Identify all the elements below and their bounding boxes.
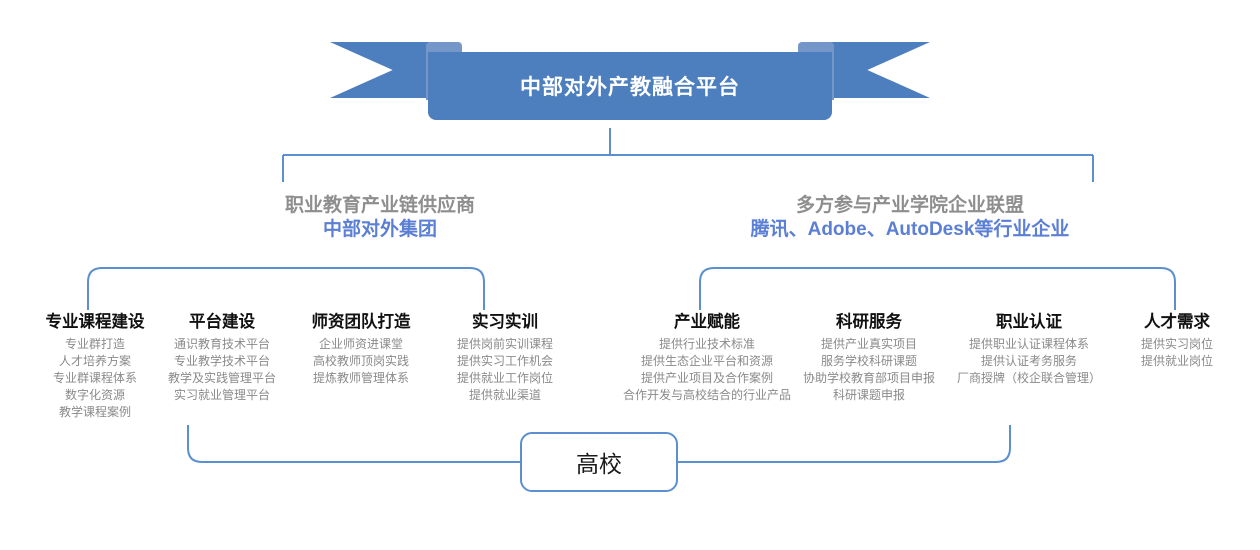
column-2: 平台建设通识教育技术平台专业教学技术平台教学及实践管理平台实习就业管理平台: [92, 308, 352, 404]
column-item: 提供生态企业平台和资源: [640, 354, 773, 369]
group-left-role: 职业教育产业链供应商: [284, 195, 475, 216]
column-item: 提供产业项目及合作案例: [640, 371, 773, 386]
column-item: 教学课程案例: [58, 405, 131, 420]
banner-body: 中部对外产教融合平台: [428, 52, 832, 120]
column-item: 服务学校科研课题: [820, 354, 917, 369]
column-6: 科研服务提供产业真实项目服务学校科研课题协助学校教育部项目申报科研课题申报: [739, 308, 999, 404]
banner-ribbon: 中部对外产教融合平台: [330, 38, 930, 128]
column-title: 实习实训: [472, 313, 538, 331]
column-item: 提供实习岗位: [1140, 337, 1213, 351]
column-item: 提供就业工作岗位: [456, 371, 553, 386]
column-items: 提供实习岗位提供就业岗位: [1047, 336, 1260, 370]
column-1: 专业课程建设专业群打造人才培养方案专业群课程体系数字化资源教学课程案例: [0, 308, 225, 421]
column-title: 科研服务: [836, 313, 902, 331]
column-item: 提供就业岗位: [1140, 354, 1213, 369]
column-item: 提供产业真实项目: [820, 337, 917, 351]
column-item: 专业群打造: [64, 337, 125, 351]
group-heading-left: 职业教育产业链供应商 中部对外集团: [140, 194, 620, 243]
column-items: 提供岗前实训课程提供实习工作机会提供就业工作岗位提供就业渠道: [375, 336, 635, 404]
column-item: 协助学校教育部项目申报: [802, 371, 935, 386]
column-title: 专业课程建设: [45, 313, 145, 331]
group-right-entity: 腾讯、Adobe、AutoDesk等行业企业: [750, 219, 1070, 241]
column-item: 企业师资进课堂: [318, 337, 403, 351]
column-items: 企业师资进课堂高校教师顶岗实践提炼教师管理体系: [231, 336, 491, 387]
ribbon-tail-left: [330, 42, 438, 98]
group-heading-right: 多方参与产业学院企业联盟 腾讯、Adobe、AutoDesk等行业企业: [660, 194, 1160, 243]
column-3: 师资团队打造企业师资进课堂高校教师顶岗实践提炼教师管理体系: [231, 308, 491, 387]
column-item: 厂商授牌（校企联合管理）: [956, 371, 1101, 386]
bottom-node-university: 高校: [520, 432, 678, 492]
column-title: 产业赋能: [674, 313, 740, 331]
bracket-left-bottom: [187, 425, 520, 463]
column-item: 合作开发与高校结合的行业产品: [622, 388, 791, 403]
column-item: 实习就业管理平台: [173, 388, 270, 403]
column-item: 教学及实践管理平台: [167, 371, 276, 386]
column-7: 职业认证提供职业认证课程体系提供认证考务服务厂商授牌（校企联合管理）: [899, 308, 1159, 387]
column-title: 人才需求: [1144, 313, 1210, 331]
column-item: 专业教学技术平台: [173, 354, 270, 369]
column-item: 提供职业认证课程体系: [968, 337, 1089, 351]
column-title: 师资团队打造: [311, 313, 411, 331]
column-item: 提供行业技术标准: [658, 337, 755, 351]
column-title: 平台建设: [189, 313, 255, 331]
column-item: 数字化资源: [64, 388, 125, 403]
column-items: 提供职业认证课程体系提供认证考务服务厂商授牌（校企联合管理）: [899, 336, 1159, 387]
column-4: 实习实训提供岗前实训课程提供实习工作机会提供就业工作岗位提供就业渠道: [375, 308, 635, 404]
column-items: 提供产业真实项目服务学校科研课题协助学校教育部项目申报科研课题申报: [739, 336, 999, 404]
column-item: 高校教师顶岗实践: [312, 354, 409, 369]
column-8: 人才需求提供实习岗位提供就业岗位: [1047, 308, 1260, 370]
column-items: 专业群打造人才培养方案专业群课程体系数字化资源教学课程案例: [0, 336, 225, 421]
ribbon-tail-right: [822, 42, 930, 98]
column-item: 提供岗前实训课程: [456, 337, 553, 351]
column-item: 通识教育技术平台: [173, 337, 270, 351]
column-item: 提供就业渠道: [468, 388, 541, 403]
column-item: 提供实习工作机会: [456, 354, 553, 369]
column-item: 人才培养方案: [58, 354, 131, 369]
bracket-right-bottom: [678, 425, 1011, 463]
column-title: 职业认证: [996, 313, 1062, 331]
column-items: 提供行业技术标准提供生态企业平台和资源提供产业项目及合作案例合作开发与高校结合的…: [577, 336, 837, 404]
bottom-node-label: 高校: [576, 451, 622, 477]
group-left-entity: 中部对外集团: [322, 219, 437, 241]
banner-title: 中部对外产教融合平台: [520, 76, 740, 99]
column-items: 通识教育技术平台专业教学技术平台教学及实践管理平台实习就业管理平台: [92, 336, 352, 404]
column-item: 提炼教师管理体系: [312, 371, 409, 386]
bracket-right-group: [699, 267, 1176, 310]
column-item: 专业群课程体系: [52, 371, 137, 386]
bracket-left-group: [87, 267, 485, 310]
column-5: 产业赋能提供行业技术标准提供生态企业平台和资源提供产业项目及合作案例合作开发与高…: [577, 308, 837, 404]
column-item: 提供认证考务服务: [980, 354, 1077, 369]
group-right-role: 多方参与产业学院企业联盟: [795, 195, 1024, 216]
column-item: 科研课题申报: [832, 388, 905, 403]
